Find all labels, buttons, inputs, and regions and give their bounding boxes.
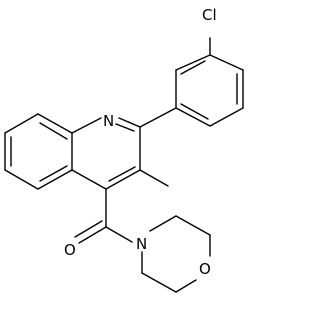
carbonyl-group [74, 188, 133, 244]
quinoline-pyridine-ring [71, 117, 141, 190]
carbonyl-oxygen-label: O [64, 241, 76, 259]
morpholine-nitrogen-label: N [136, 235, 147, 253]
methyl-bond [139, 169, 169, 187]
morpholine-oxygen-label: O [199, 260, 211, 278]
chlorine-atom-label: Cl [202, 6, 217, 24]
chlorophenyl-ring [175, 37, 244, 127]
molecule-canvas: Cl N O N O [4, 6, 244, 293]
morpholine-ring [141, 215, 211, 293]
quinoline-benzo-ring [4, 113, 73, 190]
structure-diagram: Cl N O N O [4, 6, 244, 293]
ring-nitrogen-label: N [103, 112, 114, 130]
aryl-bond [139, 107, 177, 128]
